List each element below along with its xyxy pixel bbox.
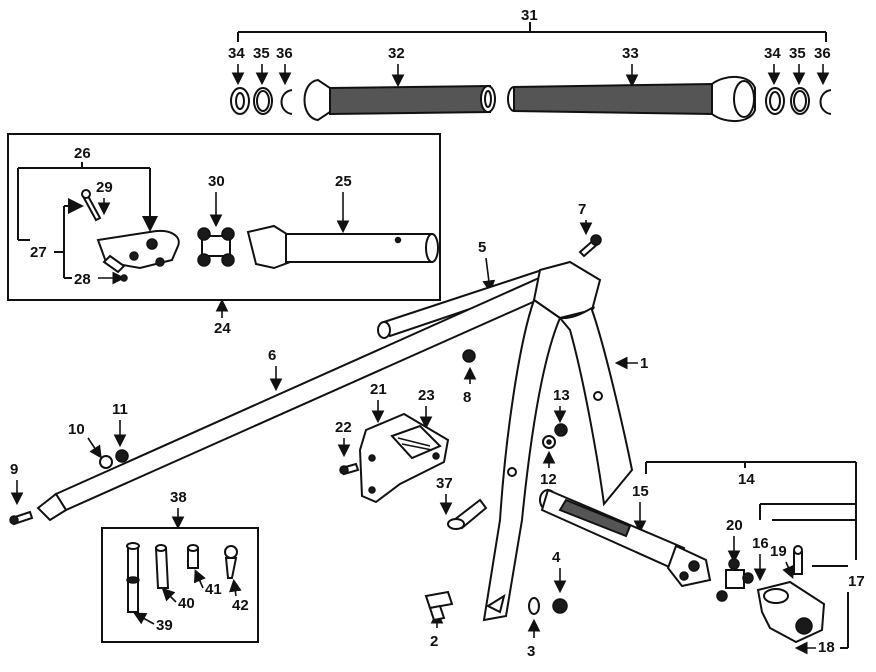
yoke-16: [756, 580, 826, 644]
bolt-2: [424, 590, 454, 622]
label-2: 2: [430, 633, 438, 650]
label-35-right: 35: [789, 45, 806, 62]
group-27-bracket: [54, 198, 84, 279]
label-13: 13: [553, 387, 570, 404]
label-14: 14: [738, 471, 755, 488]
leader-42: [229, 578, 242, 597]
group-14-bracket: [645, 461, 857, 560]
leader-arrows-top: [231, 64, 830, 88]
bracket-plate-21: [358, 412, 450, 504]
torque-tube-front-32: [303, 78, 496, 122]
label-26: 26: [74, 145, 91, 162]
label-18: 18: [818, 639, 835, 656]
label-32: 32: [388, 45, 405, 62]
leader-41: [193, 569, 206, 589]
label-37: 37: [436, 475, 453, 492]
bolt-7: [578, 234, 602, 258]
label-6: 6: [268, 347, 276, 364]
leader-19: [782, 561, 795, 579]
label-25: 25: [335, 173, 352, 190]
label-3: 3: [527, 643, 535, 660]
universal-joint-30: [197, 227, 235, 267]
label-12: 12: [540, 471, 557, 488]
label-9: 9: [10, 461, 18, 478]
label-17: 17: [848, 573, 865, 590]
leader-40: [161, 587, 177, 603]
group-17-lower: [812, 565, 849, 649]
label-4: 4: [552, 549, 561, 566]
torque-tube-rear-33: [507, 76, 756, 122]
label-15: 15: [632, 483, 649, 500]
nut-8: [462, 349, 476, 363]
cotter-pin-19: [793, 545, 803, 575]
washer-12: [542, 435, 556, 449]
group-26-bracket: [17, 162, 158, 241]
nut-13: [554, 423, 568, 437]
label-33: 33: [622, 45, 639, 62]
washer-10: [99, 455, 113, 469]
stud-37: [447, 498, 488, 530]
yoke-26: [96, 230, 180, 274]
rings-left: [230, 87, 293, 115]
washer-3: [528, 597, 540, 615]
label-5: 5: [478, 239, 486, 256]
label-36-right: 36: [814, 45, 831, 62]
wishbone-frame-1: [482, 298, 634, 622]
label-30: 30: [208, 173, 225, 190]
drive-shaft-15: [539, 488, 712, 588]
bolt-9: [9, 510, 34, 526]
sleeve-41: [187, 544, 199, 569]
label-31: 31: [521, 7, 538, 24]
label-19: 19: [770, 543, 787, 560]
clip-42: [224, 545, 238, 579]
label-28: 28: [74, 271, 91, 288]
label-10: 10: [68, 421, 85, 438]
label-1: 1: [640, 355, 648, 372]
group-31-bracket: [237, 22, 827, 42]
label-22: 22: [335, 419, 352, 436]
drive-shaft-25: [246, 224, 439, 270]
group-17-bracket: [759, 503, 856, 521]
label-24: 24: [214, 320, 231, 337]
leader-39: [133, 612, 155, 625]
leader-10: [87, 437, 102, 459]
label-36-left: 36: [276, 45, 293, 62]
tie-rod-6: [36, 272, 562, 522]
label-7: 7: [578, 201, 586, 218]
label-8: 8: [463, 389, 471, 406]
rings-right: [765, 87, 832, 115]
label-20: 20: [726, 517, 743, 534]
pin-39: [126, 542, 140, 613]
group-24-box: [7, 133, 441, 301]
nut-11: [115, 449, 129, 463]
label-16: 16: [752, 535, 769, 552]
label-21: 21: [370, 381, 387, 398]
leader-5: [482, 257, 496, 294]
label-40: 40: [178, 595, 195, 612]
label-35-left: 35: [253, 45, 270, 62]
label-27: 27: [30, 244, 47, 261]
label-38: 38: [170, 489, 187, 506]
label-42: 42: [232, 597, 249, 614]
label-23: 23: [418, 387, 435, 404]
cotter-pin-29: [81, 189, 102, 222]
pin-40: [154, 544, 170, 589]
label-39: 39: [156, 617, 173, 634]
label-11: 11: [112, 401, 128, 418]
universal-joint-20: [716, 558, 754, 602]
nut-4: [552, 598, 568, 614]
label-34-left: 34: [228, 45, 245, 62]
nut-28: [120, 274, 128, 282]
label-29: 29: [96, 179, 113, 196]
bolt-22: [339, 462, 360, 476]
label-34-right: 34: [764, 45, 781, 62]
label-41: 41: [205, 581, 222, 598]
